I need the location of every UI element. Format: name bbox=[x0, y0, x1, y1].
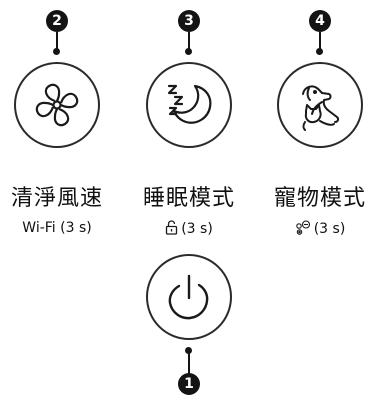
lock-icon bbox=[166, 220, 178, 235]
sleep-mode-label: 睡眠模式 bbox=[142, 186, 235, 211]
pet-mode-button[interactable] bbox=[277, 62, 363, 148]
callout-dot-2 bbox=[53, 48, 60, 55]
callout-badge-2: 2 bbox=[46, 10, 68, 32]
sleep-mode-sub-text: (3 s) bbox=[129, 220, 249, 237]
callout-dot-4 bbox=[316, 48, 323, 55]
sleep-mode-sub-label: (3 s) bbox=[181, 221, 213, 237]
callout-line-1 bbox=[188, 350, 190, 374]
power-icon bbox=[168, 274, 209, 320]
filter-dots-icon bbox=[295, 220, 310, 235]
fan-speed-label: 清淨風速 bbox=[10, 186, 103, 211]
callout-line-2 bbox=[56, 32, 58, 50]
callout-line-3 bbox=[188, 32, 190, 50]
pet-mode-sub-label: (3 s) bbox=[313, 221, 346, 237]
fan-speed-sub-text: Wi-Fi (3 s) bbox=[0, 220, 117, 236]
pet-icon bbox=[302, 85, 340, 131]
callout-badge-3: 3 bbox=[178, 10, 200, 32]
fan-speed-button[interactable] bbox=[14, 62, 100, 148]
sleep-moon-icon bbox=[167, 84, 212, 124]
power-button[interactable] bbox=[146, 254, 232, 340]
fan-speed-sub-label: Wi-Fi (3 s) bbox=[22, 220, 92, 236]
pet-mode-sub-text: (3 s) bbox=[260, 220, 371, 237]
pet-mode-label: 寵物模式 bbox=[273, 186, 366, 211]
sleep-mode-button[interactable] bbox=[146, 62, 232, 148]
callout-badge-4: 4 bbox=[309, 10, 331, 32]
fan-icon bbox=[35, 83, 79, 127]
callout-badge-1: 1 bbox=[178, 373, 200, 395]
callout-dot-3 bbox=[185, 48, 192, 55]
callout-line-4 bbox=[319, 32, 321, 50]
